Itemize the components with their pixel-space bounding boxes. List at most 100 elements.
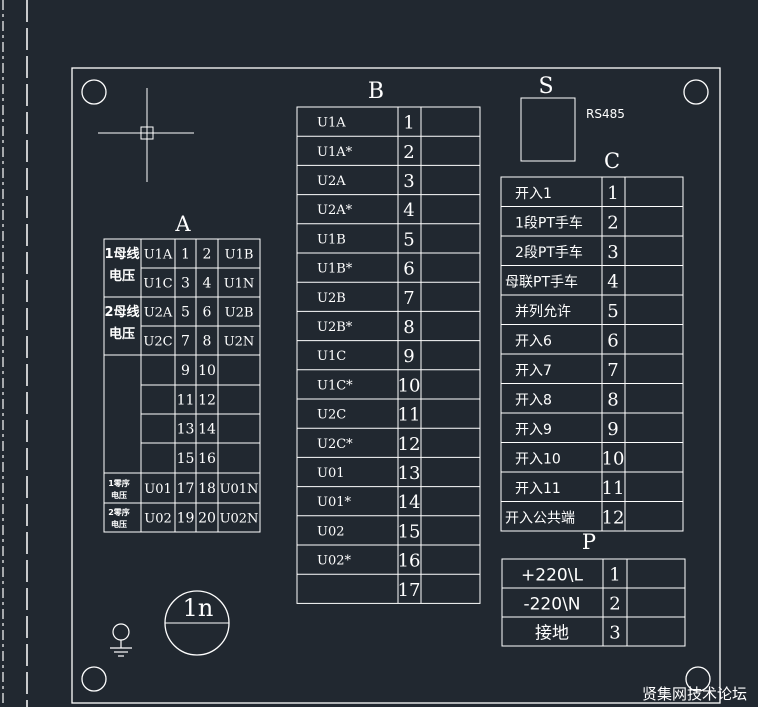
terminal-c-label: 开入8 bbox=[515, 392, 552, 408]
terminal-b-number: 15 bbox=[398, 521, 421, 542]
terminal-b-label: U2C bbox=[317, 408, 346, 423]
terminal-a-group-label: 1零序 bbox=[108, 478, 130, 488]
rs485-label: RS485 bbox=[586, 107, 625, 121]
terminal-a-number: 8 bbox=[203, 334, 212, 350]
terminal-a-group-label: 电压 bbox=[109, 268, 135, 284]
terminal-a-signal: U2A bbox=[144, 306, 173, 321]
device-1n-label: 1n bbox=[183, 594, 214, 622]
terminal-c-number: 9 bbox=[607, 419, 618, 440]
terminal-b-label: U01* bbox=[317, 495, 351, 510]
terminal-p-title: P bbox=[582, 530, 596, 554]
terminal-a-number: 5 bbox=[181, 305, 190, 321]
terminal-p-label: -220\N bbox=[523, 595, 580, 615]
terminal-a-number: 1 bbox=[181, 247, 190, 263]
terminal-c-number: 11 bbox=[602, 478, 625, 499]
terminal-p-number: 2 bbox=[609, 594, 620, 615]
terminal-a-signal: U1A bbox=[144, 248, 173, 263]
terminal-b-frame bbox=[296, 106, 481, 604]
terminal-a-number: 6 bbox=[203, 305, 212, 321]
terminal-b-label: U01 bbox=[317, 466, 345, 481]
terminal-a-number: 2 bbox=[203, 247, 212, 263]
terminal-b-label: U1B bbox=[317, 232, 346, 247]
mounting-hole-top-left bbox=[81, 79, 107, 105]
terminal-p-number: 1 bbox=[609, 565, 620, 586]
terminal-a-signal: U1C bbox=[143, 277, 172, 292]
terminal-a-number: 10 bbox=[198, 363, 216, 379]
watermark-text: 贤集网技术论坛 bbox=[642, 685, 747, 703]
terminal-b-number: 17 bbox=[398, 580, 421, 601]
ground-symbol-icon bbox=[110, 623, 132, 657]
terminal-a-number: 7 bbox=[181, 334, 190, 350]
terminal-a-group-label: 2母线 bbox=[104, 304, 139, 320]
terminal-c-number: 6 bbox=[607, 330, 618, 351]
terminal-a-group-label: 电压 bbox=[109, 326, 135, 342]
terminal-c-label: 母联PT手车 bbox=[505, 273, 578, 290]
terminal-b-label: U2A* bbox=[317, 203, 353, 218]
terminal-a-title: A bbox=[174, 212, 191, 236]
terminal-c-number: 8 bbox=[607, 389, 618, 410]
terminal-s: S RS485 bbox=[520, 74, 625, 162]
drawing-border bbox=[2, 0, 28, 707]
device-1n: 1n bbox=[164, 590, 230, 656]
terminal-c-number: 7 bbox=[607, 360, 618, 381]
terminal-c-label: 开入10 bbox=[515, 451, 561, 467]
terminal-a-group-label: 1母线 bbox=[104, 246, 139, 262]
terminal-a-group-label: 2零序 bbox=[108, 507, 130, 517]
mounting-hole-bottom-right bbox=[685, 666, 711, 692]
terminal-b-label: U1C bbox=[317, 349, 346, 364]
terminal-b-number: 13 bbox=[398, 463, 421, 484]
terminal-c-label: 1段PT手车 bbox=[515, 214, 583, 231]
mounting-holes bbox=[81, 79, 711, 692]
terminal-p-number: 3 bbox=[609, 623, 620, 644]
terminal-b-number: 7 bbox=[403, 288, 414, 309]
terminal-b-number: 8 bbox=[403, 317, 414, 338]
terminal-p: P +220\L 1 -220\N 2 接地 3 bbox=[501, 530, 686, 647]
terminal-a-signal: U2N bbox=[224, 335, 255, 350]
terminal-b-label: U2C* bbox=[317, 437, 353, 452]
terminal-c-label: 并列允许 bbox=[515, 304, 571, 320]
terminal-a-signal: U1N bbox=[224, 277, 255, 292]
terminal-c-label: 开入7 bbox=[515, 363, 552, 379]
terminal-a-number: 15 bbox=[177, 451, 195, 467]
terminal-a-number: 14 bbox=[198, 422, 216, 438]
terminal-a-group-label: 电压 bbox=[111, 490, 127, 500]
terminal-c-title: C bbox=[604, 149, 620, 173]
terminal-b-label: U02* bbox=[317, 554, 351, 569]
terminal-c-number: 10 bbox=[602, 448, 625, 469]
panel-outline bbox=[71, 67, 721, 704]
terminal-s-title: S bbox=[538, 74, 553, 99]
terminal-c-label: 开入9 bbox=[515, 422, 552, 438]
terminal-b-number: 10 bbox=[398, 375, 421, 396]
terminal-a-signal: U2C bbox=[143, 335, 172, 350]
terminal-b-number: 4 bbox=[403, 200, 414, 221]
terminal-b-number: 9 bbox=[403, 346, 414, 367]
terminal-a-signal: U2B bbox=[225, 306, 254, 321]
terminal-c-number: 2 bbox=[607, 212, 618, 233]
terminal-a-number: 19 bbox=[177, 511, 195, 527]
rs485-port-outline bbox=[520, 97, 576, 162]
terminal-a-number: 11 bbox=[177, 393, 195, 409]
terminal-a-group-label: 电压 bbox=[111, 519, 127, 529]
mounting-hole-bottom-left bbox=[81, 666, 107, 692]
terminal-c-label: 开入公共端 bbox=[505, 510, 575, 526]
terminal-a-signal: U01N bbox=[220, 482, 259, 497]
terminal-b-label: U1A bbox=[317, 116, 346, 131]
terminal-a-signal: U02N bbox=[220, 512, 259, 527]
terminal-a-number: 13 bbox=[177, 422, 195, 438]
terminal-c-label: 开入6 bbox=[515, 333, 552, 349]
terminal-b-number: 1 bbox=[403, 113, 414, 134]
terminal-a-signal: U02 bbox=[144, 512, 172, 527]
terminal-p-label: +220\L bbox=[521, 566, 583, 586]
terminal-b-number: 3 bbox=[403, 171, 414, 192]
terminal-a-number: 16 bbox=[198, 451, 216, 467]
terminal-p-frame bbox=[501, 558, 686, 647]
terminal-b-number: 16 bbox=[398, 551, 421, 572]
terminal-a-number: 17 bbox=[177, 481, 195, 497]
terminal-c-label: 开入1 bbox=[515, 186, 552, 202]
terminal-a-number: 9 bbox=[181, 363, 190, 379]
terminal-a-number: 20 bbox=[198, 511, 216, 527]
terminal-p-label: 接地 bbox=[535, 624, 569, 644]
terminal-b-number: 14 bbox=[398, 492, 421, 513]
